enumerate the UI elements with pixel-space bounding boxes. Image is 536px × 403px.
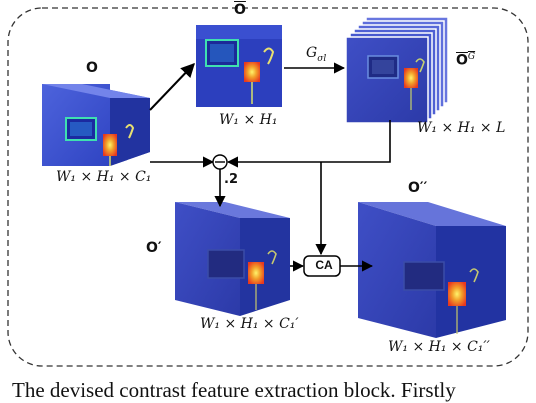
gaussian-stack xyxy=(345,16,449,124)
label-o-double-prime: O′′ xyxy=(408,180,428,196)
contrast-feature-cube xyxy=(175,202,290,316)
dim-mean: W₁ × H₁ xyxy=(219,112,278,128)
output-feature-cube xyxy=(358,202,506,338)
input-feature-cube xyxy=(42,84,150,166)
gaussian-op-main: G xyxy=(306,45,318,61)
label-o: O xyxy=(86,60,98,76)
mean-feature-map xyxy=(196,25,282,107)
label-o-bar: O xyxy=(234,2,246,18)
label-o-prime: O′ xyxy=(146,240,162,256)
dim-input: W₁ × H₁ × C₁ xyxy=(56,169,152,185)
figure-caption: The devised contrast feature extraction … xyxy=(12,378,456,402)
ca-label: CA xyxy=(315,258,333,272)
label-o-bar-g: OG xyxy=(456,52,475,69)
ca-block xyxy=(303,255,341,277)
dim-contrast: W₁ × H₁ × C₁′ xyxy=(200,316,299,332)
gaussian-op-sub: σl xyxy=(317,53,327,64)
block-frame xyxy=(7,7,529,367)
dim-gauss: W₁ × H₁ × L xyxy=(417,120,506,136)
label-gaussian-op: Gσl xyxy=(306,45,326,64)
arrow-gauss-to-sub xyxy=(226,120,391,168)
dim-output: W₁ × H₁ × C₁′′ xyxy=(388,339,490,355)
o-bar-g-base: O xyxy=(456,52,468,69)
o-bar-g-sup: G xyxy=(467,52,476,62)
label-weight: .2 xyxy=(224,172,238,187)
arrow-input-to-mean xyxy=(149,62,195,111)
